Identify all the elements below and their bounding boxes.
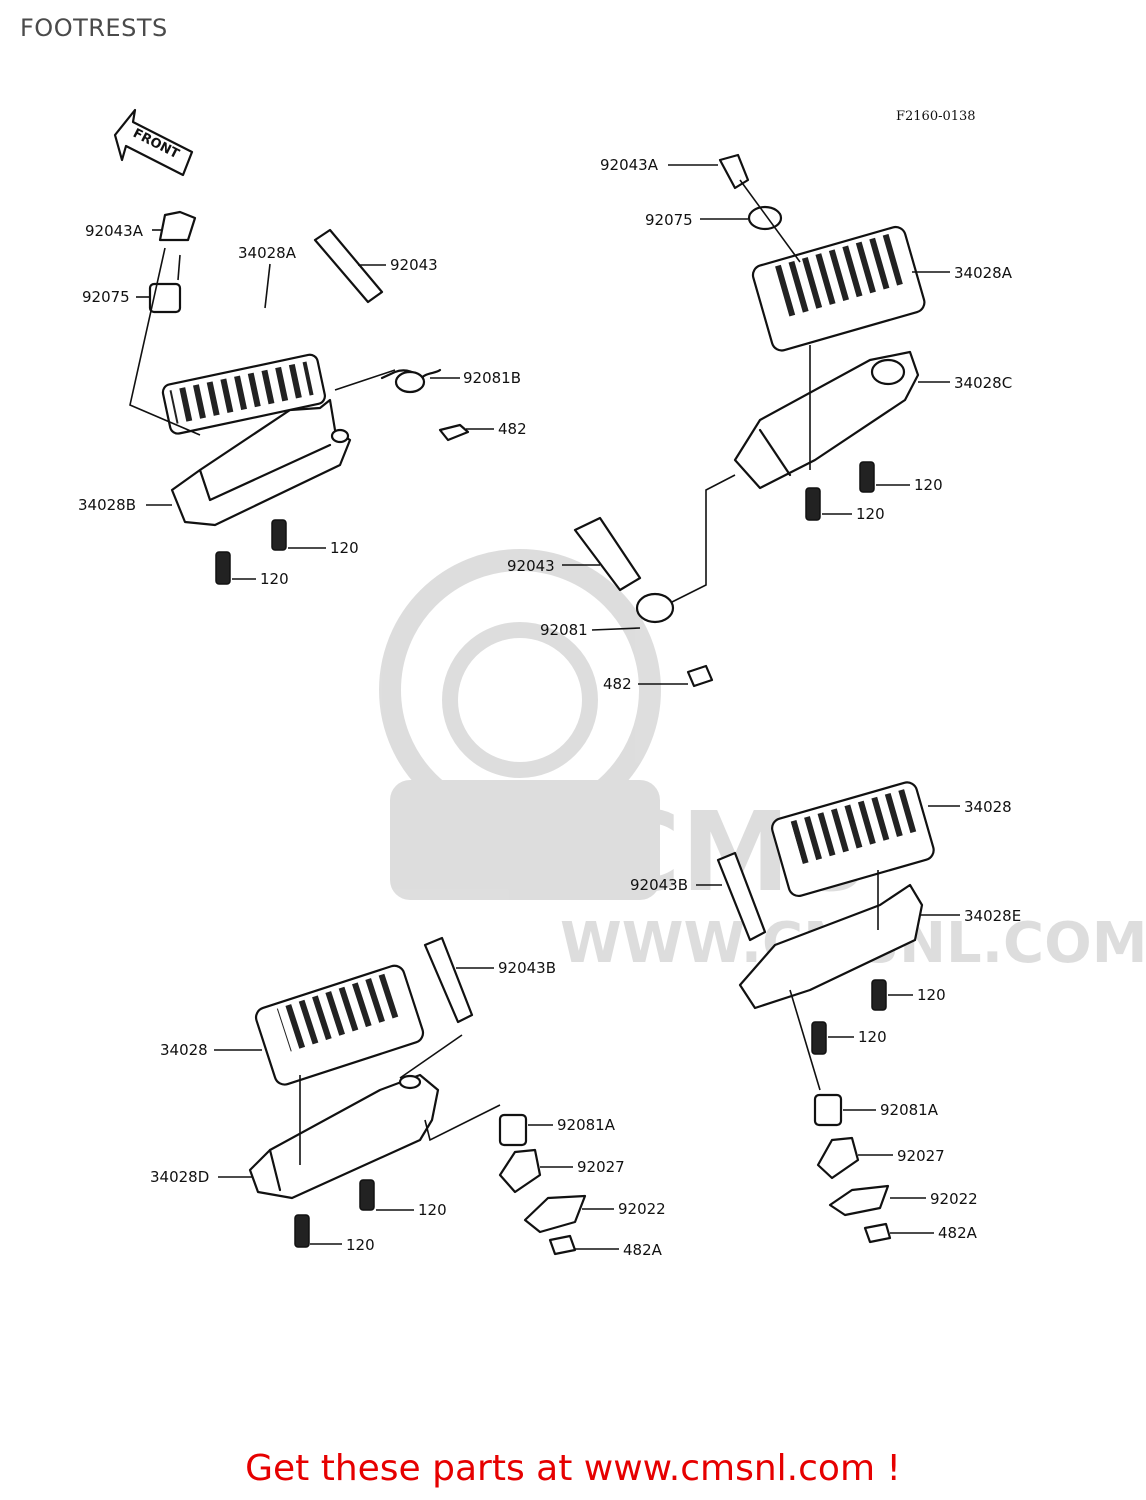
callout-120-a: 120 (330, 539, 359, 557)
callout-120-c: 120 (914, 476, 943, 494)
callout-92022: 92022 (618, 1200, 666, 1218)
assembly-bottom-left (248, 936, 587, 1256)
callouts-top-right: 92043A 92075 34028A 34028C 120 120 92043… (507, 156, 1013, 693)
callout-92043a: 92043A (85, 222, 144, 240)
callout-120-g: 120 (917, 986, 946, 1004)
callouts-bottom-left: 92043B 34028 92081A 92027 34028D 92022 1… (150, 959, 666, 1259)
collar-92075 (148, 282, 182, 314)
callout-34028a-r: 34028A (954, 264, 1013, 282)
callout-92027-r: 92027 (897, 1147, 945, 1165)
callout-482: 482 (498, 420, 527, 438)
pin-92043-r (573, 516, 642, 592)
callout-34028-br: 34028 (964, 798, 1012, 816)
bracket-34028d (248, 1073, 440, 1200)
callout-92081a-r: 92081A (880, 1101, 939, 1119)
callout-92075-r: 92075 (645, 211, 693, 229)
pin-92043b-r (716, 851, 767, 942)
callout-34028b: 34028B (78, 496, 136, 514)
callout-92043b: 92043B (498, 959, 556, 977)
plate-92022 (523, 1194, 587, 1234)
pin-92043b (423, 936, 474, 1024)
page-title: FOOTRESTS (20, 14, 168, 42)
callout-92027: 92027 (577, 1158, 625, 1176)
footer-link[interactable]: Get these parts at www.cmsnl.com ! (245, 1448, 901, 1489)
callouts-top-left: 92043A 34028A 92043 92075 92081B 482 340… (78, 222, 527, 588)
callout-120-d: 120 (856, 505, 885, 523)
callout-482a-r: 482A (938, 1224, 978, 1242)
callout-92081: 92081 (540, 621, 588, 639)
assembly-bottom-right (716, 781, 935, 1244)
callout-482a: 482A (623, 1241, 663, 1259)
callout-34028c: 34028C (954, 374, 1012, 392)
callout-120-f: 120 (346, 1236, 375, 1254)
spring-92081a (498, 1113, 528, 1147)
assembly-top-right (573, 153, 926, 688)
callout-92043a-r: 92043A (600, 156, 659, 174)
callout-34028e: 34028E (964, 907, 1021, 925)
callout-92081a: 92081A (557, 1116, 616, 1134)
figure-code: F2160-0138 (896, 109, 976, 124)
callout-120-e: 120 (418, 1201, 447, 1219)
clip-482 (438, 423, 470, 442)
callout-34028d: 34028D (150, 1168, 209, 1186)
watermark: CMS WWW.CMSNL.COM (379, 549, 1146, 976)
front-arrow: FRONT (113, 108, 194, 177)
bracket-34028e (738, 883, 924, 1010)
callout-120-b: 120 (260, 570, 289, 588)
callout-34028-bl: 34028 (160, 1041, 208, 1059)
callout-92043-r: 92043 (507, 557, 555, 575)
holder-92027 (498, 1148, 542, 1194)
bracket-34028c (733, 350, 920, 490)
bolt-92043a (158, 210, 197, 242)
callout-482-r: 482 (603, 675, 632, 693)
callout-92075: 92075 (82, 288, 130, 306)
callout-92022-r: 92022 (930, 1190, 978, 1208)
spring-92081 (635, 592, 675, 624)
assembly-top-left (129, 210, 470, 585)
callout-34028a: 34028A (238, 244, 297, 262)
callouts-bottom-right: 34028 92043B 34028E 120 120 92081A 92027… (630, 798, 1021, 1242)
callout-92081b: 92081B (463, 369, 521, 387)
pin-92043 (313, 228, 384, 304)
bracket-34028b (170, 398, 352, 527)
callout-120-h: 120 (858, 1028, 887, 1046)
callout-92043: 92043 (390, 256, 438, 274)
callout-92043b-r: 92043B (630, 876, 688, 894)
